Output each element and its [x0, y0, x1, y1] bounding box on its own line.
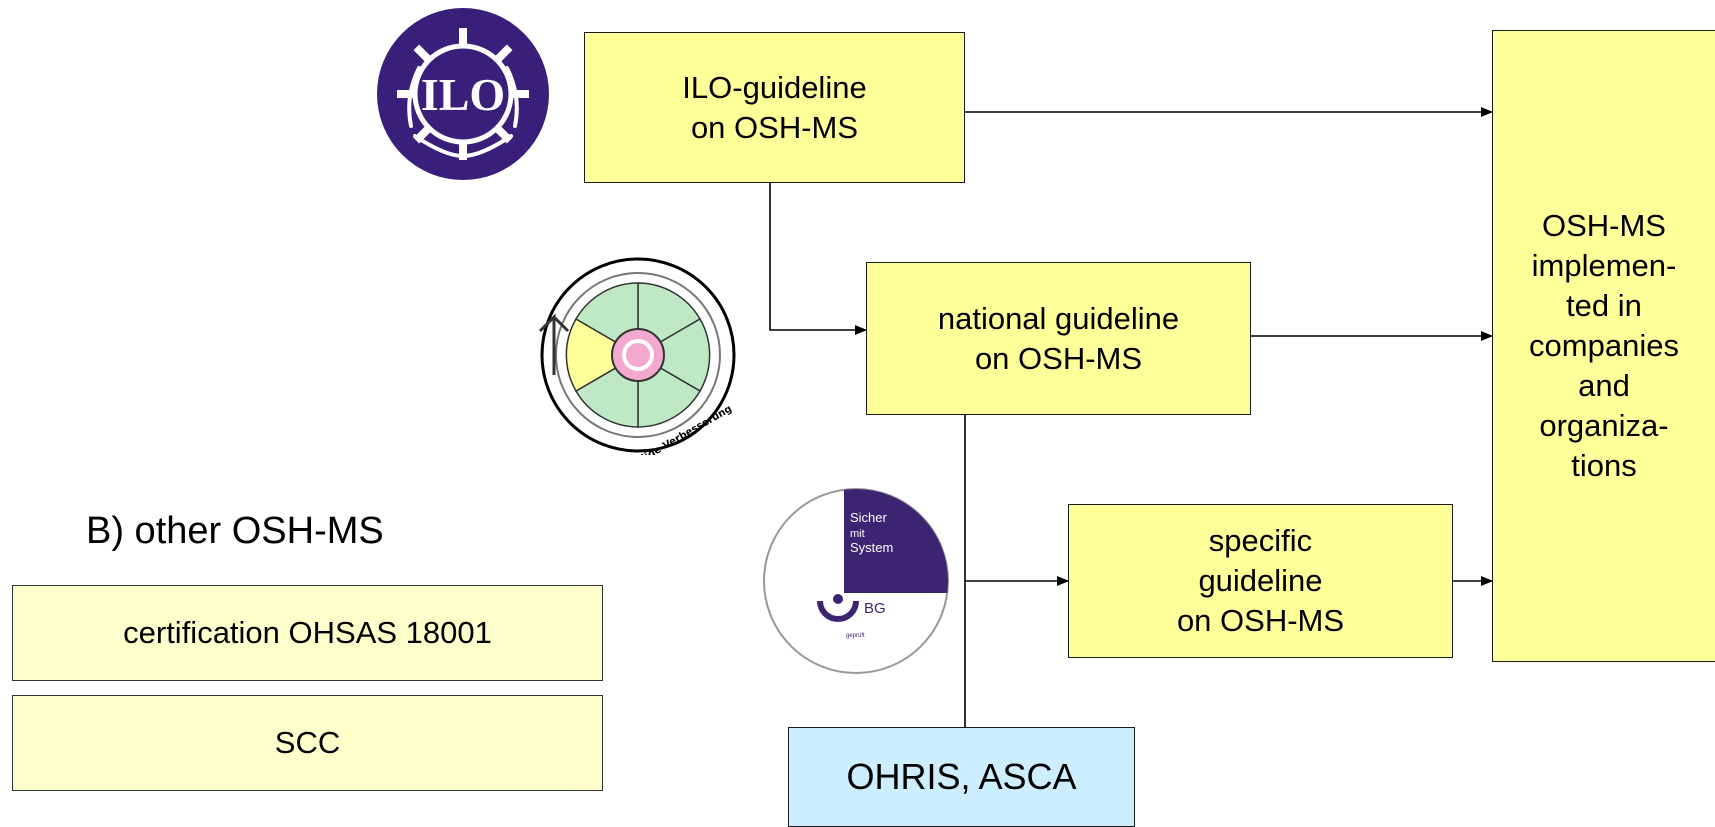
section-b-heading: B) other OSH-MS	[86, 510, 384, 552]
improvement-cycle-icon: ständige Verbesserung	[526, 255, 744, 455]
ohris-asca-box: OHRIS, ASCA	[788, 727, 1135, 827]
ohsas-certification-box: certification OHSAS 18001	[12, 585, 603, 681]
seal-note: geprüft	[846, 633, 865, 639]
sicher-mit-system-seal-icon: Sicher mit System BG geprüft	[760, 485, 952, 677]
ilo-guideline-box: ILO-guideline on OSH-MS	[584, 32, 965, 183]
ilo-emblem-text: ILO	[421, 69, 505, 120]
osh-ms-implemented-box: OSH-MS implemen- ted in companies and or…	[1492, 30, 1715, 662]
ilo-emblem-icon: ILO	[375, 6, 551, 182]
scc-box: SCC	[12, 695, 603, 791]
seal-line2: mit	[850, 528, 865, 540]
arrow-ilo-to-national	[769, 183, 867, 335]
national-guideline-box: national guideline on OSH-MS	[866, 262, 1251, 415]
specific-guideline-box: specific guideline on OSH-MS	[1068, 504, 1453, 658]
seal-line3: System	[850, 540, 893, 555]
seal-line1: Sicher	[850, 510, 888, 525]
seal-org: BG	[864, 600, 886, 617]
